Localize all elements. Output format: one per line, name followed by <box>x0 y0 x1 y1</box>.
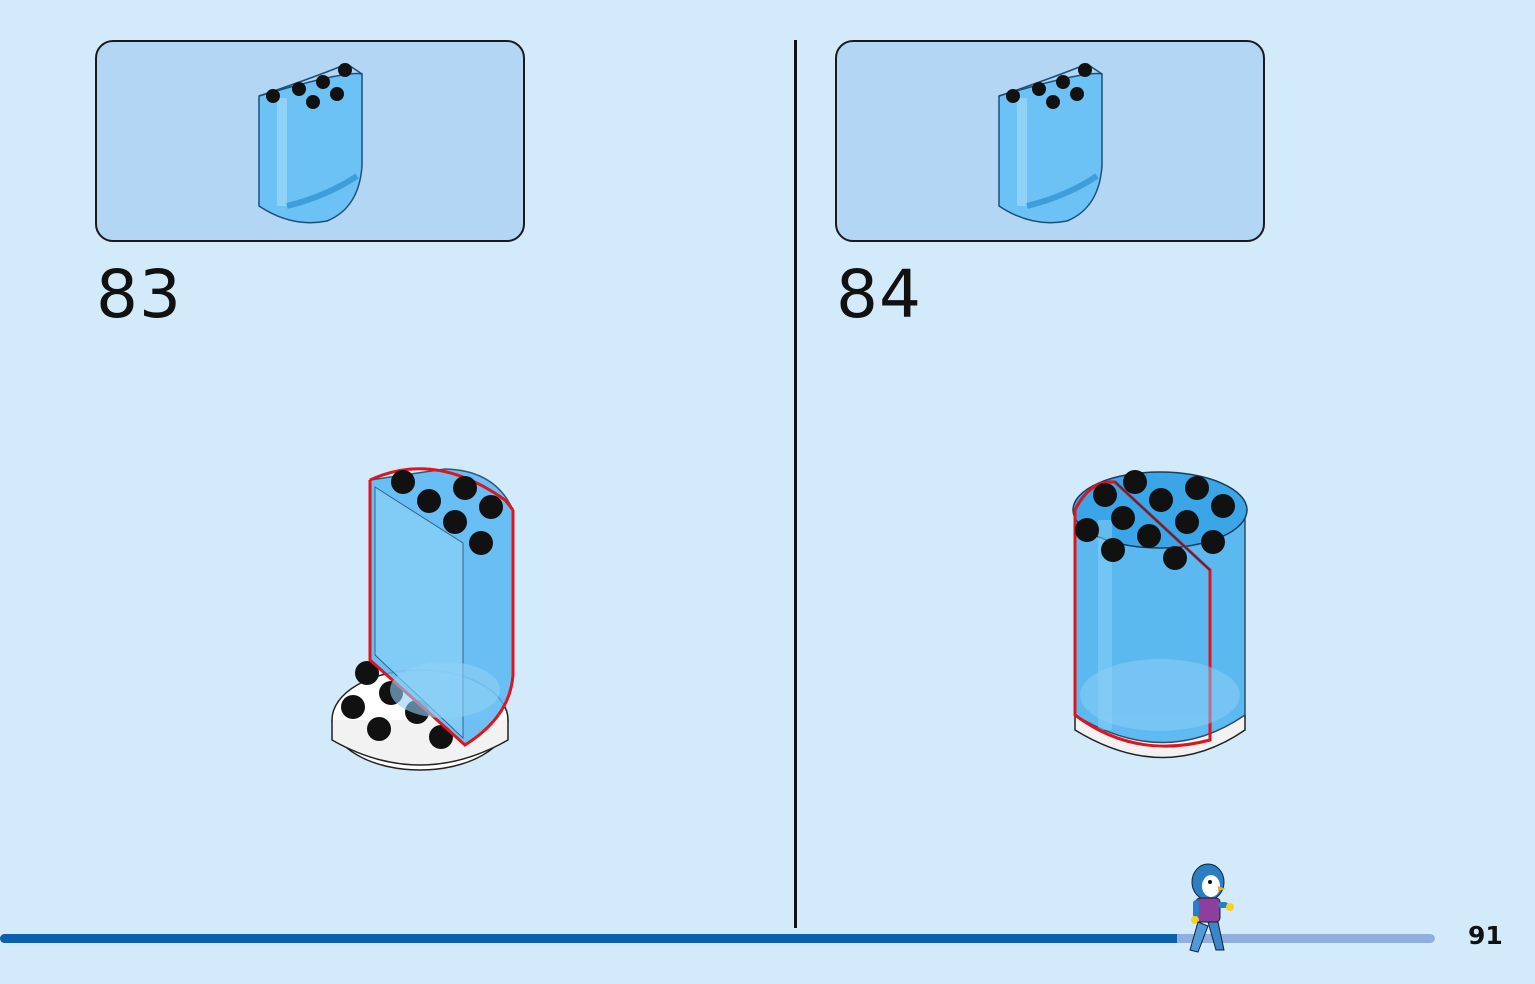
page-number: 91 <box>1468 921 1503 950</box>
step-83-assembly-illustration <box>331 467 515 771</box>
step-83-panel: 83 <box>0 0 760 930</box>
penguin-minifigure-icon <box>1189 863 1234 953</box>
half-cylinder-brick-icon <box>998 63 1103 224</box>
step-84-assembly-illustration <box>1072 470 1248 759</box>
build-progress-fill <box>0 934 1177 943</box>
build-progress-bar <box>0 934 1435 943</box>
step-number: 84 <box>836 256 922 333</box>
step-divider <box>794 40 797 928</box>
parts-callout <box>95 40 525 242</box>
step-number: 83 <box>96 256 182 333</box>
half-cylinder-brick-icon <box>258 63 363 224</box>
step-84-panel: 84 <box>740 0 1500 930</box>
parts-callout <box>835 40 1265 242</box>
